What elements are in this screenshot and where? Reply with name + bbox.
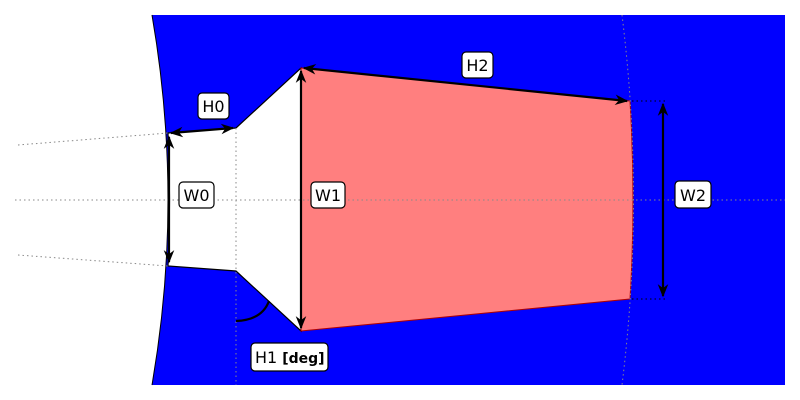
h2-text: H2 <box>466 56 488 75</box>
h1-text: H1[deg] <box>255 348 325 367</box>
label-h1: H1[deg] <box>250 342 329 372</box>
h2-arrow <box>302 63 629 106</box>
w0-text: W0 <box>184 186 210 205</box>
w2-text: W2 <box>680 186 706 205</box>
h0-text: H0 <box>202 97 224 116</box>
h1-angle-arc <box>235 300 271 323</box>
h0-arrow <box>169 123 235 138</box>
w2-extension-lines <box>632 100 665 300</box>
label-w2: W2 <box>674 180 712 209</box>
label-h0: H0 <box>197 92 230 120</box>
label-h2: H2 <box>461 51 494 79</box>
label-w0: W0 <box>178 181 215 209</box>
w1-text: W1 <box>315 186 341 205</box>
label-w1: W1 <box>310 181 346 209</box>
